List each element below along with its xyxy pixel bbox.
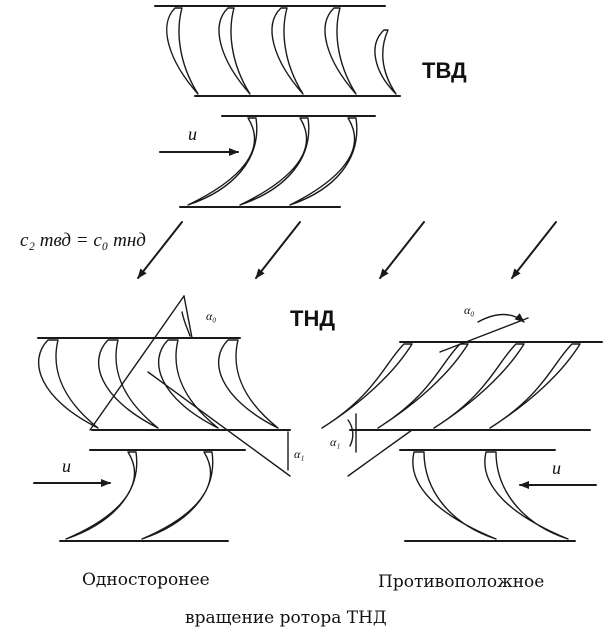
lpt-right-rotor-cascade: u	[399, 449, 597, 542]
alpha0-label: α₀	[206, 309, 216, 323]
lpt-right-stator-blade	[377, 343, 469, 429]
hpt-rotor-blade	[239, 117, 310, 206]
alpha1-label-right: α₁	[330, 435, 340, 449]
flow-arrow	[137, 221, 183, 279]
lpt-left-stator-cascade: α₀ α₁	[37, 295, 304, 477]
lpt-right-stator-blade	[489, 343, 581, 429]
alpha1-flow-line-right	[347, 429, 413, 477]
lpt-left-stator-blade	[38, 339, 99, 429]
lpt-left-rotor-blade	[65, 451, 138, 540]
lpt-right-u-label: u	[552, 458, 561, 478]
lpt-right-stator-blade	[321, 343, 413, 429]
flow-arrow	[511, 221, 557, 279]
lpt-left-rotor-blade	[141, 451, 214, 540]
lpt-left-stator-blade	[98, 339, 159, 429]
lpt-right-rotor-blade	[484, 451, 569, 540]
hpt-rotor-blade	[289, 117, 358, 206]
flow-arrow	[379, 221, 425, 279]
alpha1-label: α₁	[294, 447, 304, 461]
alpha0-reference-line	[183, 295, 193, 339]
hpt-label: ТВД	[422, 58, 467, 83]
alpha1-flow-line	[147, 371, 291, 477]
alpha0-arc-right	[477, 313, 525, 323]
alpha0-flow-line	[89, 295, 185, 431]
lpt-right-stator-blade	[433, 343, 525, 429]
same-rotation-caption: Односторонее	[82, 570, 210, 590]
lpt-right-stator-cascade: α₀ α₁	[321, 303, 603, 477]
lpt-left-stator-blade	[218, 339, 279, 429]
hpt-stator-blade	[166, 7, 199, 95]
hpt-rotor-blade	[187, 117, 258, 206]
alpha0-arc	[181, 311, 191, 337]
alpha0-reference-line-right	[439, 317, 529, 353]
flow-arrow	[255, 221, 301, 279]
rotation-caption: вращение ротора ТНД	[185, 608, 387, 628]
counter-rotation-caption: Противоположное	[378, 572, 544, 592]
lpt-left-stator-blade	[158, 339, 219, 429]
lpt-label: ТНД	[290, 306, 335, 331]
hpt-stator-blade	[271, 7, 304, 95]
lpt-left-rotor-cascade: u	[33, 449, 246, 542]
lpt-right-rotor-blade	[412, 451, 497, 540]
alpha0-label-right: α₀	[464, 303, 474, 317]
hpt-stator-cascade	[154, 5, 401, 97]
flow-velocity-relation: c₂ твд = c₀ тнд	[20, 230, 146, 251]
hpt-stator-blade	[324, 7, 357, 95]
hpt-rotor-cascade: u	[159, 115, 376, 208]
hpt-stator-blade	[218, 7, 251, 95]
hpt-stator-blade	[374, 29, 397, 95]
flow-arrows	[137, 221, 557, 279]
lpt-left-u-label: u	[62, 456, 71, 476]
hpt-u-label: u	[188, 124, 197, 144]
alpha1-arc-right	[347, 419, 354, 447]
